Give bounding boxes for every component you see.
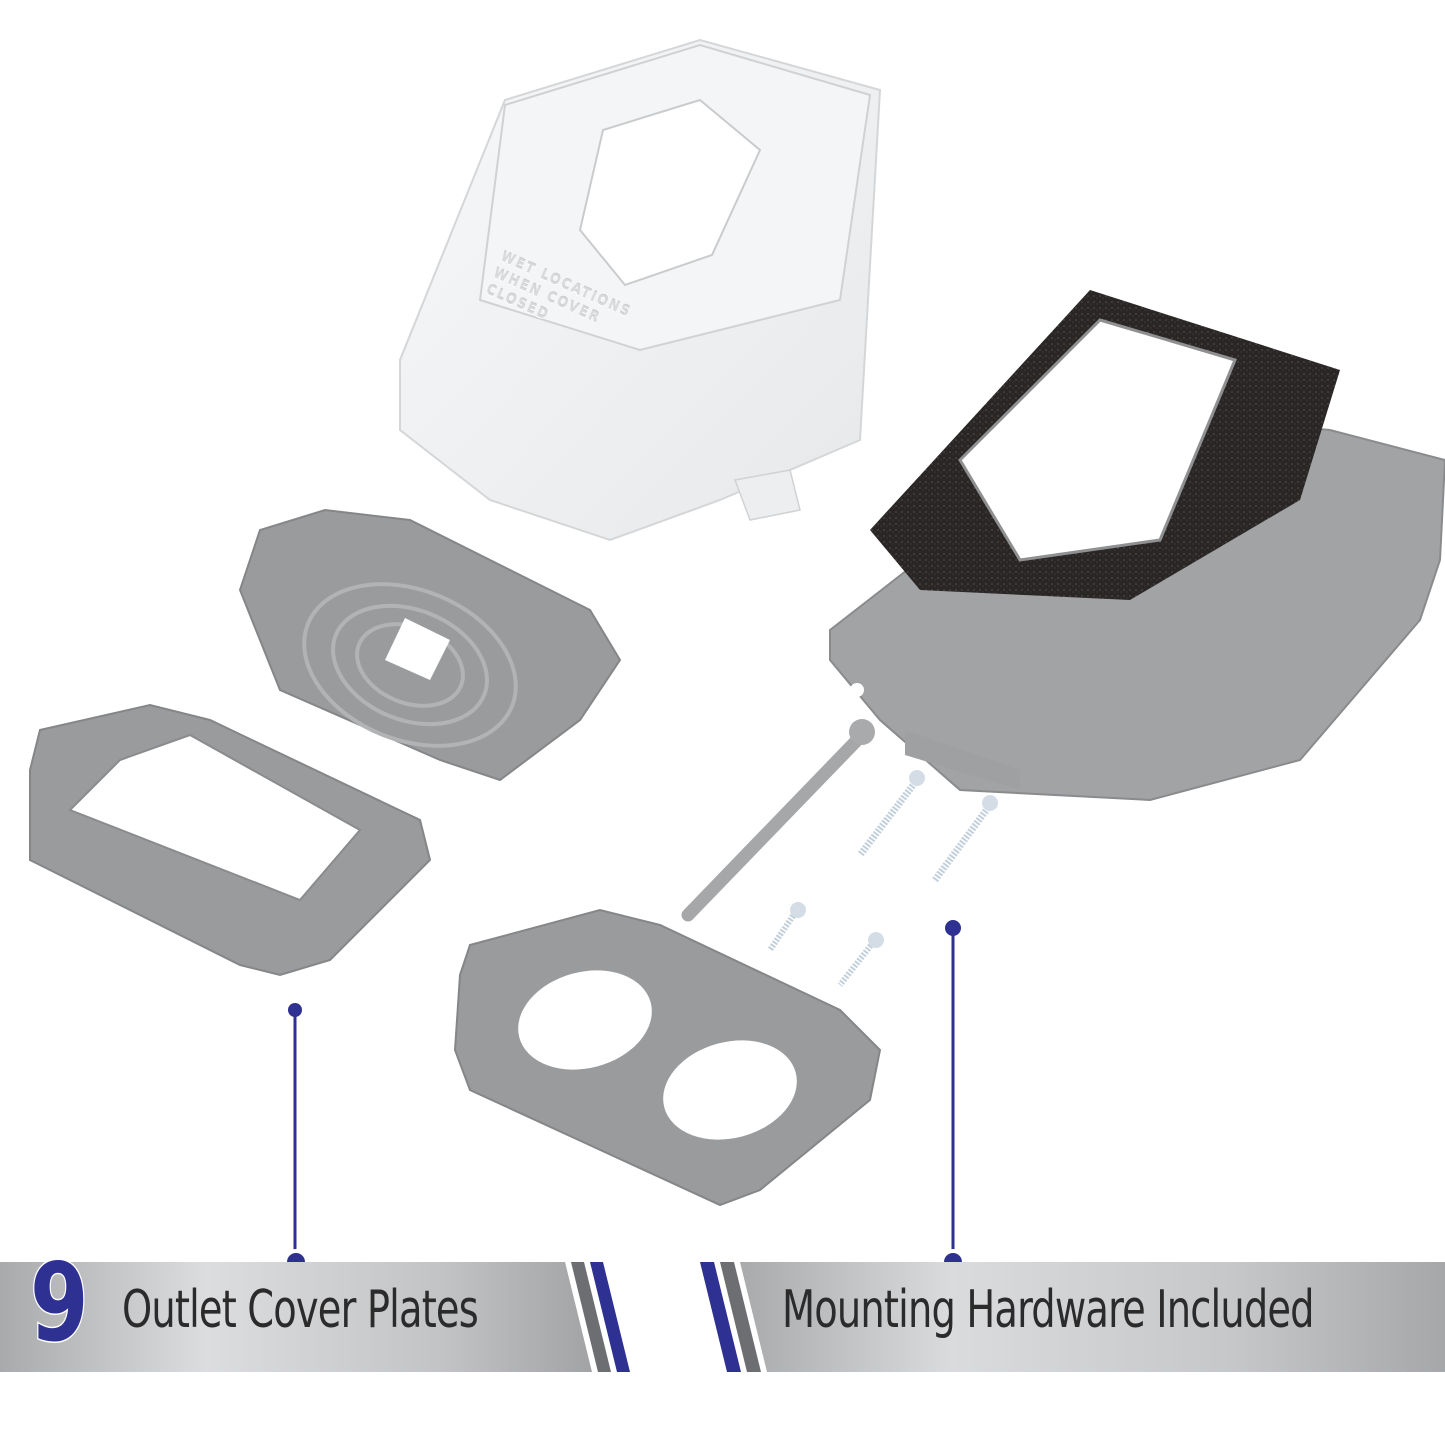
- base-frame: [829, 290, 1445, 802]
- mounting-hardware: [681, 719, 998, 987]
- plate-count: 9: [29, 1241, 90, 1366]
- left-banner: [0, 1262, 630, 1372]
- right-banner: [700, 1262, 1445, 1372]
- clear-cover: [399, 38, 882, 542]
- rectangular-adapter-plate: [29, 703, 432, 977]
- mounting-hardware-label: Mounting Hardware Included: [782, 1280, 1315, 1340]
- round-adapter-plate: [238, 508, 622, 782]
- outlet-cover-plates-label: Outlet Cover Plates: [122, 1280, 479, 1340]
- duplex-adapter-plate: [453, 908, 882, 1207]
